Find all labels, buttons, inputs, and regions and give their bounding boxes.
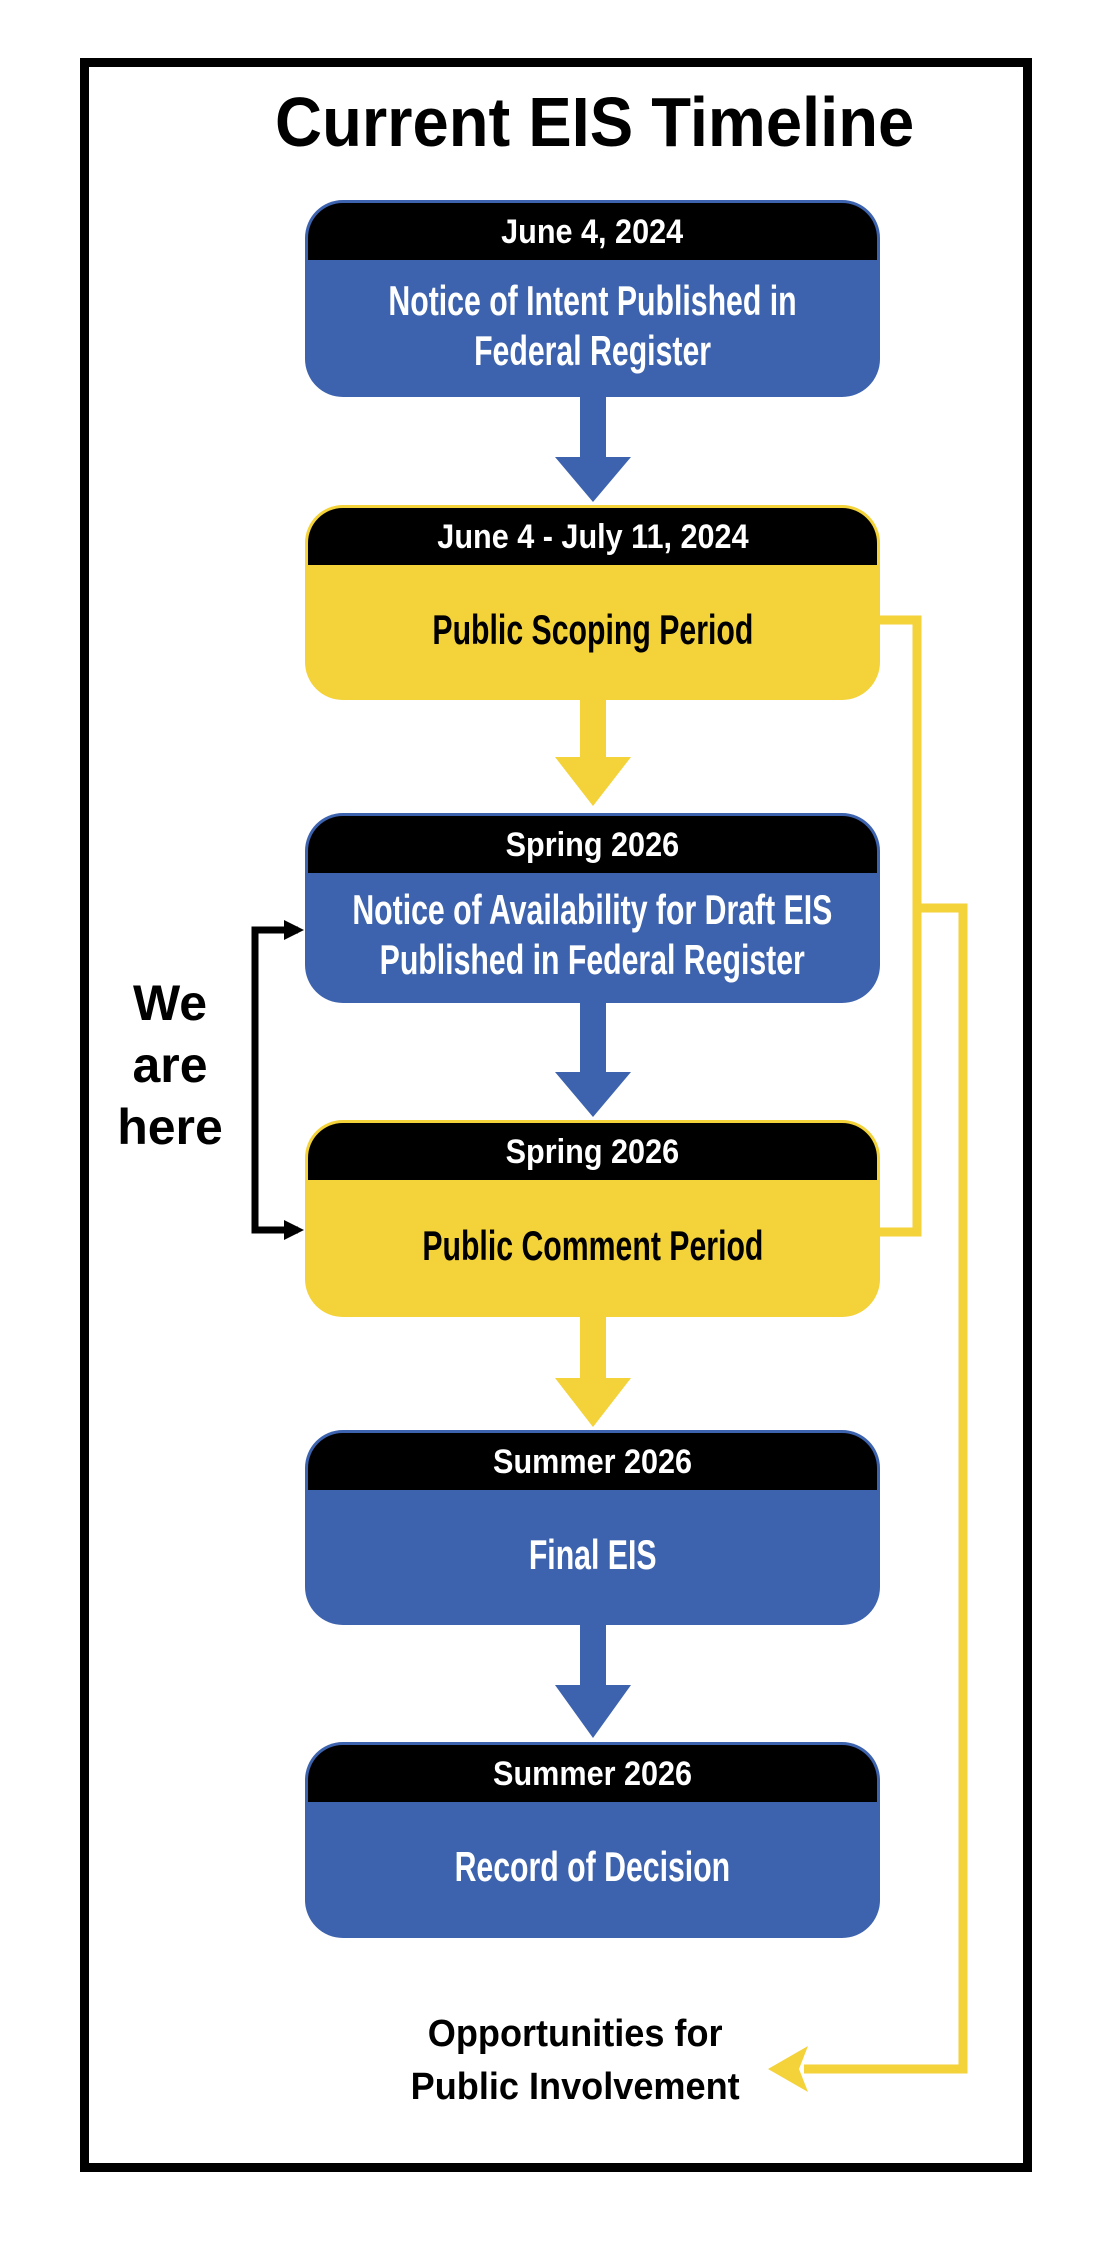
- timeline-box-public-scoping: June 4 - July 11, 2024 Public Scoping Pe…: [305, 505, 880, 700]
- public-involvement-label: Opportunities for Public Involvement: [410, 2013, 740, 2108]
- step-date: Summer 2026: [492, 1442, 693, 1481]
- step-label: Record of Decision: [454, 1843, 731, 1890]
- step-label: Public Scoping Period: [432, 605, 753, 653]
- step-date-header: Spring 2026: [308, 816, 877, 873]
- connector-scoping-to-comment-line: [877, 615, 922, 1237]
- step-date: Spring 2026: [505, 1132, 680, 1171]
- step-date: Spring 2026: [505, 825, 680, 864]
- connector-to-public-involvement-line: [804, 903, 968, 2074]
- timeline-box-final-eis: Summer 2026 Final EIS: [305, 1430, 880, 1625]
- we-are-here-label: We are here: [117, 975, 223, 1155]
- step-date-header: June 4, 2024: [308, 203, 877, 260]
- step-date-header: Summer 2026: [308, 1745, 877, 1802]
- flow-arrow-1-icon: [555, 394, 631, 502]
- public-involvement-arrowhead-icon: [768, 2046, 808, 2092]
- diagram-border-frame: [80, 58, 1032, 2172]
- step-date-header: June 4 - July 11, 2024: [308, 508, 877, 565]
- step-label: Notice of Intent Published in Federal Re…: [388, 276, 797, 374]
- flow-arrow-4-icon: [555, 1314, 631, 1427]
- step-date-header: Spring 2026: [308, 1123, 877, 1180]
- step-date: Summer 2026: [492, 1754, 693, 1793]
- page-title: Current EIS Timeline: [160, 86, 1030, 158]
- we-are-here-top-arrowhead-icon: [284, 920, 304, 940]
- page-title-text: Current EIS Timeline: [275, 83, 915, 161]
- timeline-box-notice-of-intent: June 4, 2024 Notice of Intent Published …: [305, 200, 880, 397]
- flow-arrow-2-icon: [555, 697, 631, 806]
- flow-arrow-3-icon: [555, 1001, 631, 1117]
- timeline-box-public-comment: Spring 2026 Public Comment Period: [305, 1120, 880, 1317]
- step-date-header: Summer 2026: [308, 1433, 877, 1490]
- step-date: June 4 - July 11, 2024: [436, 517, 749, 556]
- step-label: Notice of Availability for Draft EIS Pub…: [352, 886, 833, 983]
- step-label: Public Comment Period: [421, 1221, 764, 1269]
- we-are-here-bottom-arrowhead-icon: [284, 1220, 304, 1240]
- we-are-here-bracket-line: [251, 926, 298, 1234]
- step-date: June 4, 2024: [501, 212, 684, 251]
- step-label: Final EIS: [528, 1530, 657, 1578]
- timeline-box-notice-of-availability: Spring 2026 Notice of Availability for D…: [305, 813, 880, 1003]
- flow-arrow-5-icon: [555, 1622, 631, 1738]
- timeline-box-record-of-decision: Summer 2026 Record of Decision: [305, 1742, 880, 1938]
